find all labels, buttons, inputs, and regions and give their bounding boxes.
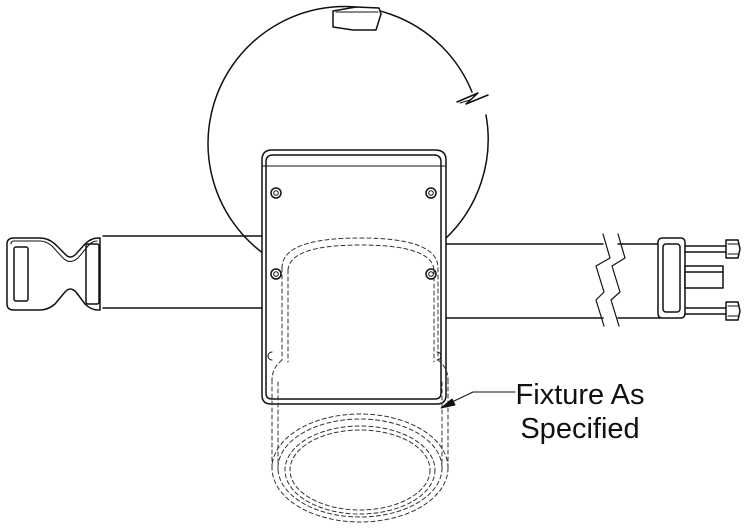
callout-line-2: Specified — [520, 413, 640, 445]
strap-adjuster-icon — [657, 237, 741, 321]
mounting-bracket-icon — [261, 149, 447, 405]
fixture-callout-label: Fixture As Specified — [480, 378, 680, 446]
side-release-buckle-icon — [6, 237, 101, 311]
screw-icon — [270, 187, 437, 280]
callout-leader — [440, 391, 516, 409]
callout-line-1: Fixture As — [515, 379, 645, 411]
cylindrical-fixture-icon — [271, 237, 449, 523]
strap-band — [102, 233, 661, 327]
pole-clip-icon — [332, 6, 382, 31]
